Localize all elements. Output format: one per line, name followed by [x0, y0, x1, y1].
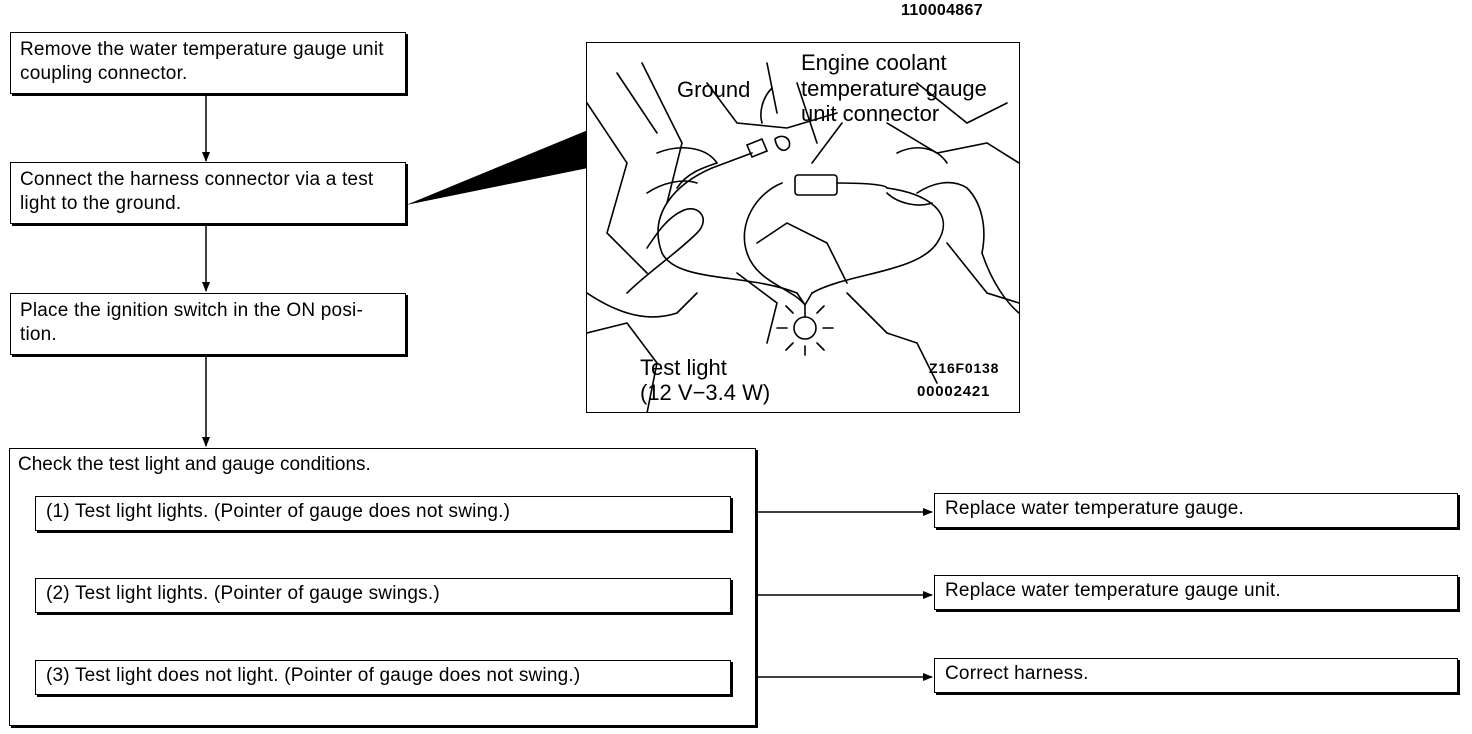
label-connector-line2: temperature gauge: [801, 76, 987, 101]
label-ground: Ground: [677, 77, 751, 102]
label-test-light-line1: Test light: [640, 355, 727, 380]
label-test-light-line2: (12 V−3.4 W): [640, 380, 771, 405]
illustration-callout-pointer: [406, 130, 588, 205]
illustration-drawing: [587, 62, 1019, 412]
condition-2: (2) Test light lights. (Pointer of gauge…: [35, 578, 731, 613]
label-connector-line1: Engine coolant: [801, 50, 947, 75]
label-connector-line3: unit connector: [801, 101, 940, 126]
step-remove-connector: Remove the water temperature gauge unit …: [10, 32, 406, 94]
illustration-code-1: Z16F0138: [929, 360, 1000, 376]
condition-3: (3) Test light does not light. (Pointer …: [35, 660, 731, 695]
step-connect-test-light: Connect the harness connector via a test…: [10, 162, 406, 224]
step-ignition-on: Place the ignition switch in the ON posi…: [10, 293, 406, 355]
result-1: Replace water temperature gauge.: [934, 493, 1458, 528]
condition-1: (1) Test light lights. (Pointer of gauge…: [35, 496, 731, 531]
test-light-illustration: Ground Engine coolant temperature gauge …: [586, 42, 1020, 413]
result-2: Replace water temperature gauge unit.: [934, 575, 1458, 610]
result-3: Correct harness.: [934, 658, 1458, 693]
check-conditions-title: Check the test light and gauge condition…: [18, 454, 371, 475]
document-reference-number: 110004867: [901, 2, 983, 19]
illustration-code-2: 00002421: [917, 383, 991, 400]
